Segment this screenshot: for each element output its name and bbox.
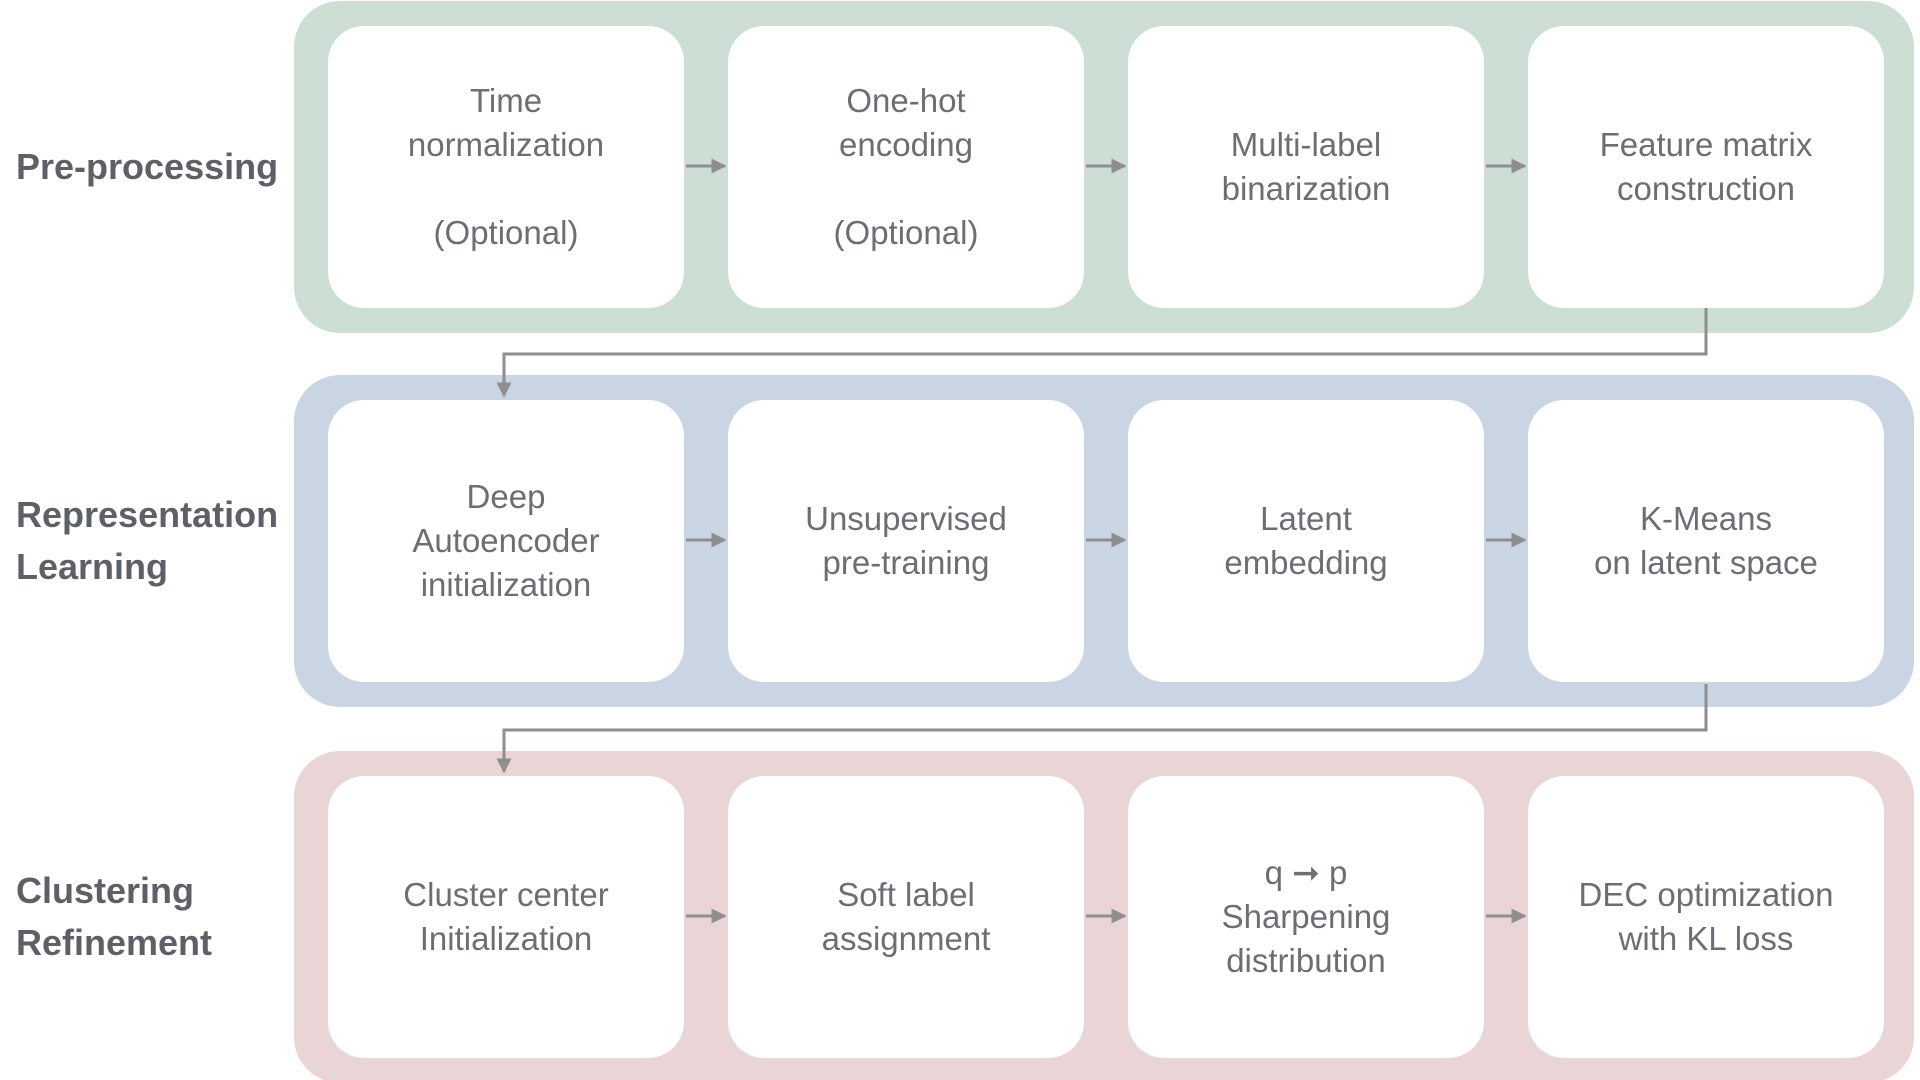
- step-text: Soft label assignment: [821, 876, 991, 957]
- step-text: Latent embedding: [1224, 500, 1388, 581]
- step-sharpening-distribution: q ➞ p Sharpening distribution: [1128, 776, 1484, 1058]
- step-text: Deep Autoencoder initialization: [412, 478, 600, 603]
- step-text: Time normalization (Optional): [407, 82, 605, 251]
- step-multi-label-binarization: Multi-label binarization: [1128, 26, 1484, 308]
- step-cluster-center-initialization: Cluster center Initialization: [328, 776, 684, 1058]
- arrow-stage1-to-stage2: [496, 308, 1708, 398]
- step-deep-autoencoder-initialization: Deep Autoencoder initialization: [328, 400, 684, 682]
- step-text: Cluster center Initialization: [403, 876, 609, 957]
- step-text: DEC optimization with KL loss: [1578, 876, 1834, 957]
- step-one-hot-encoding: One-hot encoding (Optional): [728, 26, 1084, 308]
- steps-row-preprocessing: Time normalization (Optional) One-hot en…: [294, 1, 1914, 333]
- step-dec-optimization: DEC optimization with KL loss: [1528, 776, 1884, 1058]
- stage-band-representation-learning: Deep Autoencoder initialization Unsuperv…: [294, 375, 1914, 707]
- steps-row-representation-learning: Deep Autoencoder initialization Unsuperv…: [294, 375, 1914, 707]
- step-text: Feature matrix construction: [1599, 126, 1813, 207]
- step-text: One-hot encoding (Optional): [833, 82, 979, 251]
- step-time-normalization: Time normalization (Optional): [328, 26, 684, 308]
- step-unsupervised-pre-training: Unsupervised pre-training: [728, 400, 1084, 682]
- step-k-means-on-latent-space: K-Means on latent space: [1528, 400, 1884, 682]
- steps-row-clustering-refinement: Cluster center Initialization Soft label…: [294, 751, 1914, 1080]
- step-text: Unsupervised pre-training: [805, 500, 1007, 581]
- arrow-stage2-to-stage3: [496, 684, 1708, 774]
- step-latent-embedding: Latent embedding: [1128, 400, 1484, 682]
- step-text: q ➞ p Sharpening distribution: [1221, 854, 1391, 979]
- step-feature-matrix-construction: Feature matrix construction: [1528, 26, 1884, 308]
- stage-label-clustering-refinement: Clustering Refinement: [16, 870, 213, 963]
- step-text: K-Means on latent space: [1594, 500, 1818, 581]
- stage-label-preprocessing: Pre-processing: [16, 146, 279, 187]
- step-text: Multi-label binarization: [1221, 126, 1391, 207]
- step-soft-label-assignment: Soft label assignment: [728, 776, 1084, 1058]
- stage-representation-learning: Representation Learning Deep Autoencoder…: [0, 375, 1920, 707]
- stage-label-representation-learning: Representation Learning: [16, 494, 279, 587]
